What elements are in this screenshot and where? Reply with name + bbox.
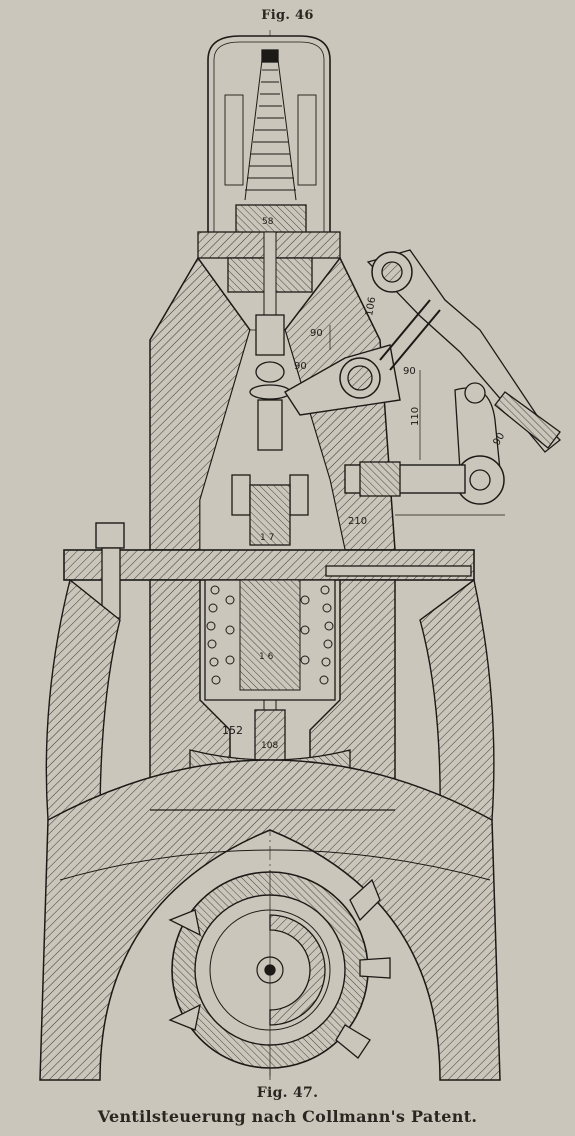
- figure-46-label: Fig. 46: [261, 8, 314, 23]
- dim-106: 106: [364, 296, 378, 317]
- figure-47-label: Fig. 47.: [256, 1085, 319, 1101]
- rocker-lever: [284, 344, 401, 416]
- figure-caption: Ventilsteuerung nach Collmann's Patent.: [97, 1107, 478, 1126]
- spring-housing: [207, 35, 331, 236]
- dim-90c: 90: [403, 366, 416, 377]
- dim-90b: 90: [294, 361, 307, 372]
- dim-108: 108: [261, 741, 278, 751]
- upper-arm: [366, 249, 561, 453]
- knuckle: [255, 361, 285, 383]
- cylinder-housing: [39, 578, 501, 1081]
- lower-lever: [344, 382, 505, 505]
- dim-17: 1 7: [260, 533, 274, 543]
- dim-210: 210: [348, 516, 367, 527]
- dim-90a: 90: [310, 328, 323, 339]
- dim-110: 110: [410, 407, 421, 426]
- dim-16: 1 6: [259, 652, 274, 662]
- dim-152: 152: [222, 724, 243, 737]
- dim-58: 58: [262, 217, 274, 227]
- cam-wheel: [168, 870, 391, 1080]
